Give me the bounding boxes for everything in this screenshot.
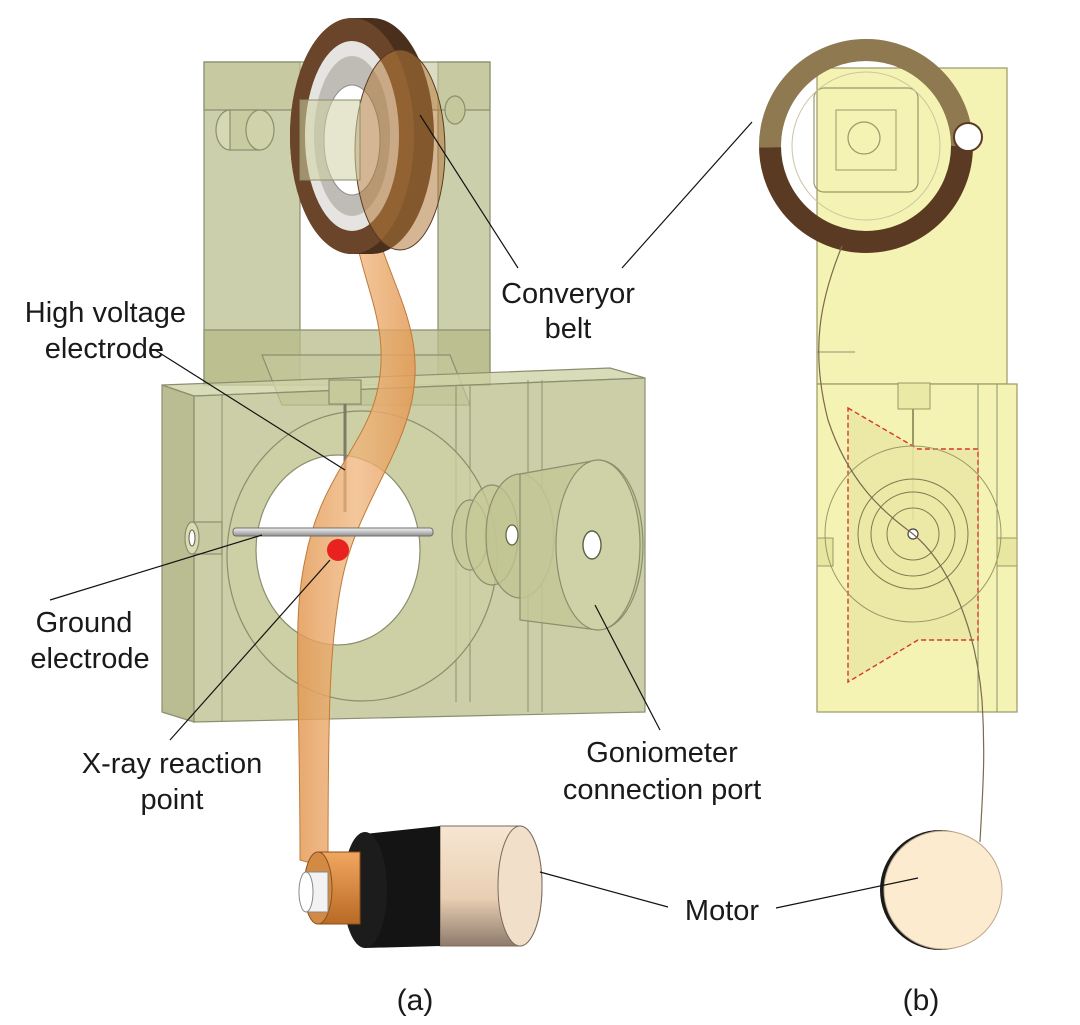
panel-a-drawing — [161, 18, 646, 948]
caption-panel-b: (b) — [903, 984, 940, 1017]
side-ring-3 — [870, 491, 956, 577]
leader-xray — [169, 559, 331, 741]
side-seal-region — [847, 406, 979, 684]
pulley-front-glaze — [354, 49, 446, 251]
label-xray-2: point — [141, 784, 204, 816]
caption-panel-a: (a) — [397, 984, 434, 1017]
upper-right-boss — [444, 95, 466, 125]
label-ground-1: Ground — [36, 607, 133, 639]
motor-end-cap — [497, 825, 543, 947]
label-conveyor-belt-2: belt — [545, 313, 592, 345]
leader-lines — [49, 114, 919, 909]
leader-goniometer — [594, 604, 661, 731]
motor-shaft-face — [298, 871, 314, 913]
label-xray-1: X-ray reaction — [82, 748, 263, 780]
goniometer-connection-hole — [582, 530, 602, 560]
side-right-stub — [996, 537, 1018, 567]
ground-electrode-rod — [232, 527, 434, 537]
xray-reaction-point — [327, 539, 349, 561]
side-ring-outer — [824, 445, 1002, 623]
hv-electrode-holder — [328, 379, 362, 405]
label-high-voltage-2: electrode — [45, 333, 164, 365]
top-pulley — [290, 18, 446, 254]
motor-a — [298, 825, 543, 948]
left-port-hole — [188, 529, 196, 547]
upper-left-boss-face — [245, 109, 275, 151]
side-pulley-ghost — [791, 71, 941, 221]
label-high-voltage-1: High voltage — [25, 297, 186, 329]
side-shaft-circle — [847, 121, 881, 155]
side-belt-path — [818, 245, 985, 843]
label-goniometer-2: connection port — [563, 774, 761, 806]
side-shaft-square — [813, 87, 919, 193]
label-goniometer-1: Goniometer — [586, 737, 738, 769]
gonio-small-hole — [505, 524, 519, 546]
leader-conveyor-b — [621, 121, 753, 269]
side-hv-holder — [897, 382, 931, 410]
side-upper-hole — [953, 122, 983, 152]
panel-b-drawing — [759, 39, 1018, 950]
leader-motor-b — [775, 877, 919, 909]
side-shaft-square-inner — [835, 109, 897, 171]
leader-conveyor-a — [419, 114, 519, 269]
label-ground-2: electrode — [30, 643, 149, 675]
side-ring-4 — [886, 507, 940, 561]
pulley-shaft-block — [299, 99, 361, 181]
leader-ground — [49, 534, 263, 601]
leader-motor-a — [539, 871, 669, 908]
ground-electrode — [232, 527, 434, 537]
side-ring-2 — [857, 478, 969, 590]
label-conveyor-belt-1: Converyor — [501, 278, 635, 310]
side-motor-disc — [883, 830, 1003, 950]
leader-high-voltage — [154, 349, 346, 471]
label-motor: Motor — [685, 895, 759, 927]
labels: Converyor belt High voltage electrode Gr… — [25, 278, 940, 1017]
